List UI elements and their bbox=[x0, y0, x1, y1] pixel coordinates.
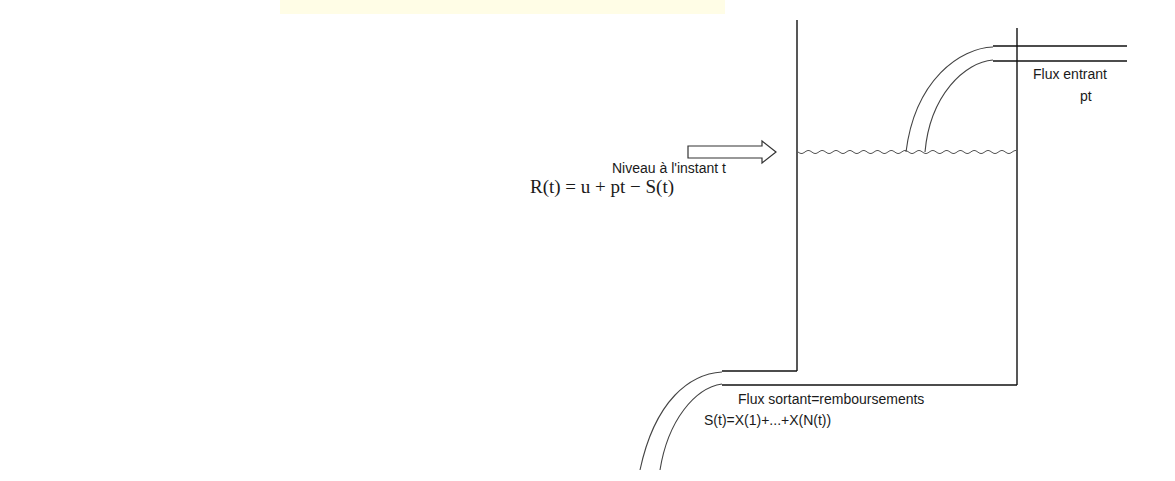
level-arrow bbox=[688, 141, 776, 163]
inflow-stream bbox=[925, 60, 993, 152]
tank-left-wall bbox=[796, 20, 797, 371]
background-strip bbox=[280, 0, 725, 14]
tank-bottom bbox=[722, 384, 1017, 385]
outflow-label: Flux sortant=remboursements bbox=[738, 391, 924, 408]
inflow-rate: pt bbox=[1080, 88, 1092, 105]
tank-right-wall bbox=[1016, 28, 1017, 385]
level-formula: R(t) = u + pt − S(t) bbox=[530, 176, 674, 199]
outflow-formula: S(t)=X(1)+...+X(N(t)) bbox=[704, 412, 831, 429]
level-label: Niveau à l'instant t bbox=[612, 160, 726, 177]
inflow-label: Flux entrant bbox=[1033, 66, 1107, 83]
inflow-stream bbox=[906, 47, 993, 152]
inlet-pipe-top bbox=[993, 45, 1127, 46]
outlet-pipe-top bbox=[722, 370, 797, 371]
water-level bbox=[798, 150, 1016, 153]
inlet-pipe-bottom bbox=[993, 60, 1127, 61]
